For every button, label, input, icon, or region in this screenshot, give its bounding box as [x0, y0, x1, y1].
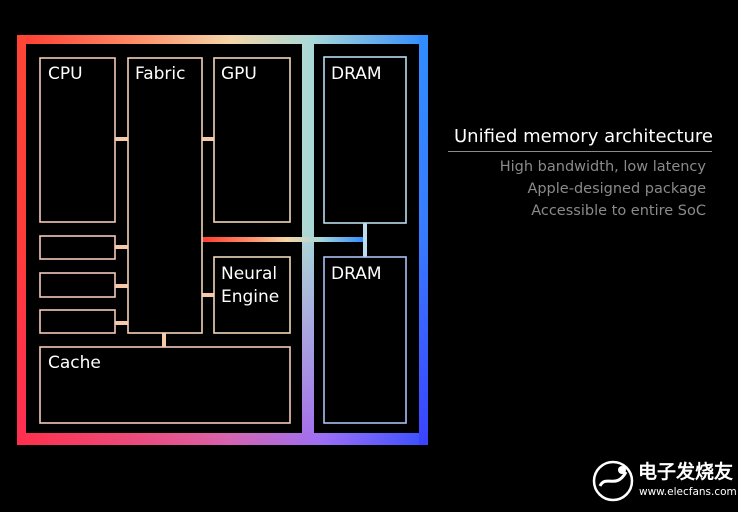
cpu-block: [39, 57, 116, 223]
small-block-1: [39, 235, 116, 260]
small-block-2: [39, 272, 116, 298]
architecture-title: Unified memory architecture: [454, 126, 713, 147]
gpu-block: [213, 57, 291, 223]
gpu-label: GPU: [221, 64, 257, 84]
fabric-label: Fabric: [135, 64, 186, 84]
cache-block: [39, 346, 291, 424]
neural-engine-block: [213, 256, 291, 334]
elecfans-logo-icon: [592, 460, 634, 502]
dram-bottom-label: DRAM: [331, 264, 382, 284]
neural-engine-label-line2: Engine: [221, 287, 280, 307]
watermark-name: 电子发烧友: [638, 461, 734, 483]
neural-engine-label-line1: Neural: [221, 264, 278, 284]
feature-bandwidth: High bandwidth, low latency: [499, 159, 706, 175]
fabric-connectors: [115, 137, 214, 347]
title-divider: [448, 151, 712, 152]
dram-top-block: [323, 56, 407, 224]
cache-label: Cache: [48, 353, 101, 373]
dram-bottom-block: [323, 256, 407, 424]
small-block-3: [39, 309, 116, 334]
feature-accessible: Accessible to entire SoC: [531, 203, 706, 219]
dram-top-label: DRAM: [331, 64, 382, 84]
fabric-block: [127, 57, 203, 334]
watermark: 电子发烧友 www.elecfans.com: [592, 458, 737, 506]
watermark-url: www.elecfans.com: [639, 486, 737, 498]
cpu-label: CPU: [48, 64, 83, 84]
feature-package: Apple-designed package: [527, 181, 706, 197]
memory-link: [202, 222, 367, 257]
